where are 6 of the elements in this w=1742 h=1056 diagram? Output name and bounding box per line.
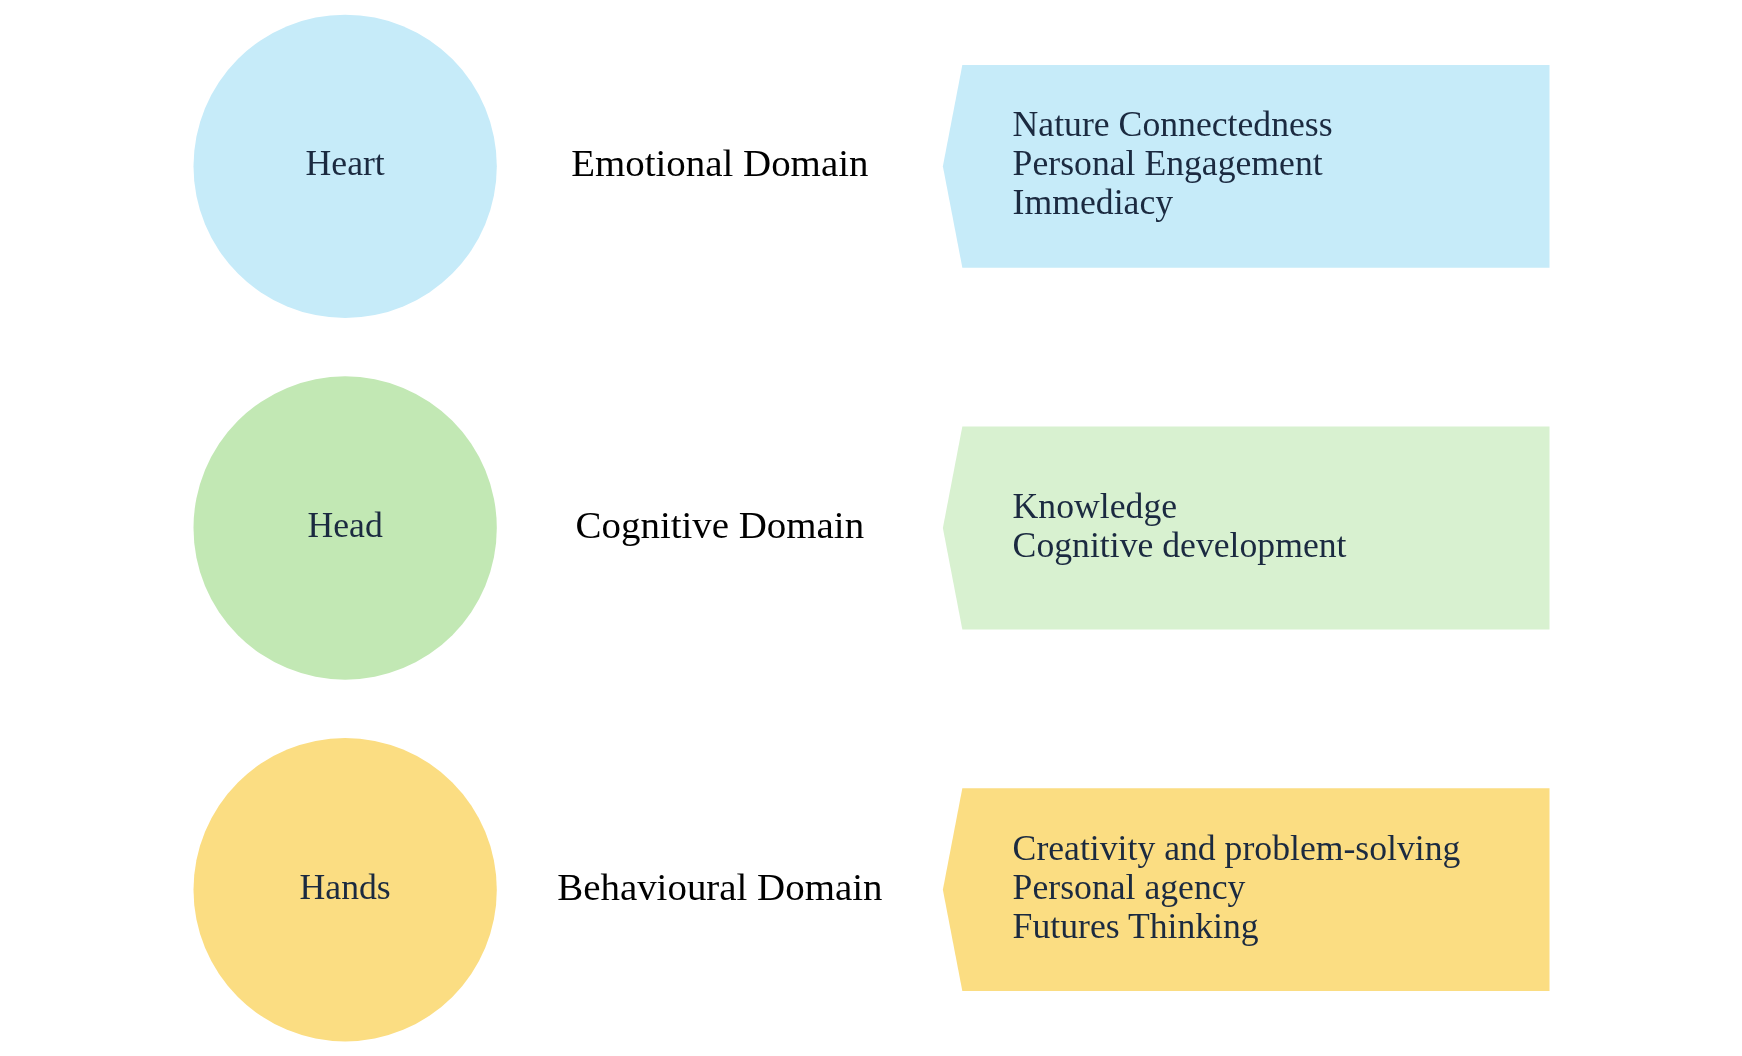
label: Emotional Domain (570, 141, 868, 185)
label: Cognitive Domain (575, 503, 864, 547)
node-circle: Head (193, 376, 497, 680)
node-circle: Heart (193, 14, 497, 318)
label: Behavioural Domain (556, 864, 882, 908)
node-circle: Hands (193, 738, 497, 1042)
